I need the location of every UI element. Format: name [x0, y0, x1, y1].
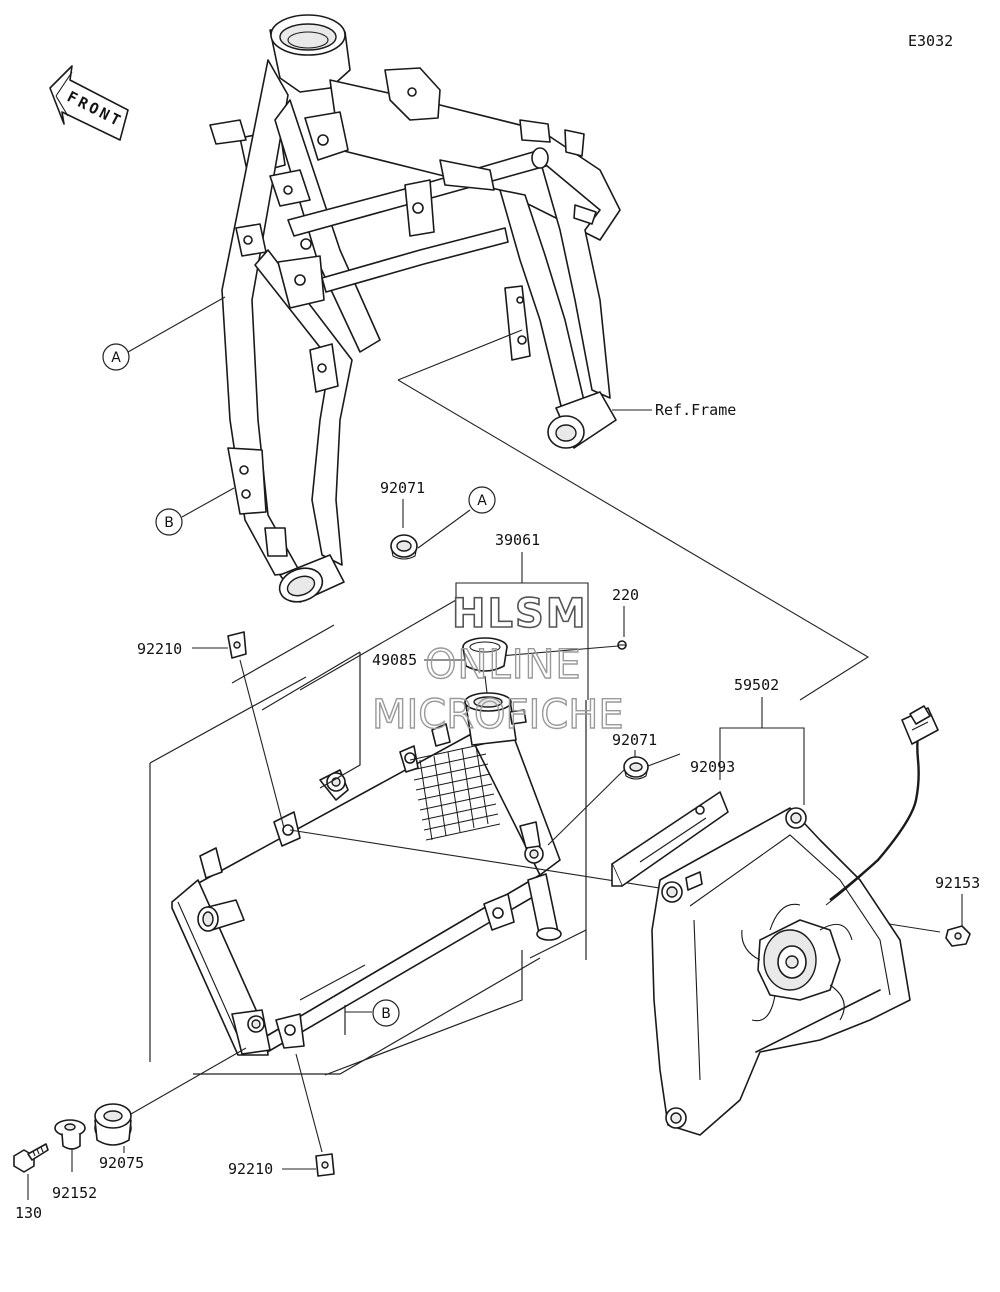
frame-assembly: [209, 14, 621, 603]
grommet-92071-top: [390, 534, 418, 560]
callout-a-frame: A: [111, 350, 121, 366]
watermark: HLSM ONLINE MICROFICHE: [371, 590, 624, 739]
bolt-130: [13, 1143, 49, 1173]
fan-assembly: [651, 705, 939, 1136]
part-label-92153: 92153: [935, 874, 980, 892]
radiator-assembly: [171, 692, 562, 1056]
part-label-92071-mid: 92071: [612, 731, 657, 749]
callout-b-radiator: B: [381, 1006, 391, 1022]
part-label-92210-bottom: 92210: [228, 1160, 273, 1178]
watermark-line1: HLSM: [452, 591, 588, 637]
part-label-220: 220: [612, 586, 639, 604]
grommet-92075: [94, 1103, 132, 1146]
diagram-code: E3032: [908, 32, 953, 50]
front-arrow-icon: FRONT: [49, 65, 129, 141]
bolt-92153: [945, 925, 971, 947]
part-label-59502: 59502: [734, 676, 779, 694]
watermark-line3: MICROFICHE: [372, 692, 624, 738]
part-label-92152: 92152: [52, 1184, 97, 1202]
part-label-92075: 92075: [99, 1154, 144, 1172]
grommet-92071-mid: [623, 756, 649, 780]
ref-frame-label: Ref.Frame: [655, 401, 736, 419]
part-label-49085: 49085: [372, 651, 417, 669]
part-label-92210-top: 92210: [137, 640, 182, 658]
watermark-line2: ONLINE: [425, 642, 582, 688]
cap-49085: [462, 637, 508, 672]
bracket-92093: [611, 791, 729, 887]
clip-92210-top: [227, 631, 247, 659]
clip-92210-bottom: [315, 1153, 335, 1177]
callout-a-radiator: A: [477, 493, 487, 509]
callout-b-frame: B: [164, 515, 174, 531]
part-label-130: 130: [15, 1204, 42, 1222]
part-label-92071-top: 92071: [380, 479, 425, 497]
screw-220: [617, 640, 627, 650]
collar-92152: [54, 1119, 86, 1150]
part-label-92093: 92093: [690, 758, 735, 776]
part-label-39061: 39061: [495, 531, 540, 549]
